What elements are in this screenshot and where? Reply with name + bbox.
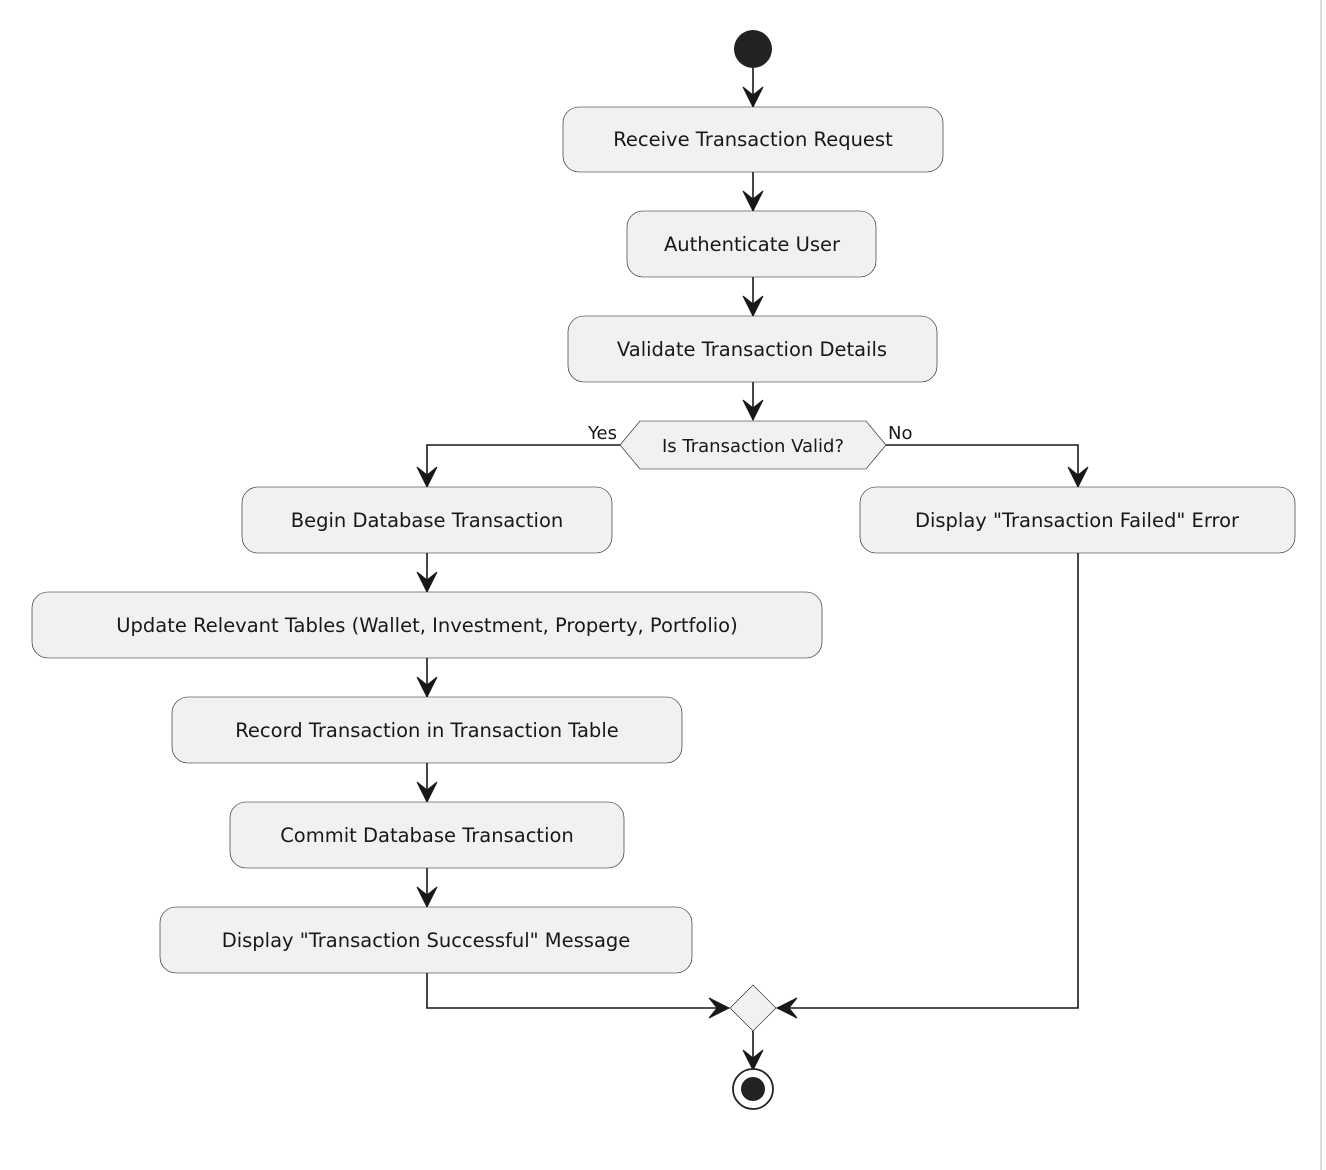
arrow-down-icon — [742, 399, 764, 422]
end-node — [732, 1068, 774, 1110]
action-label: Begin Database Transaction — [291, 509, 564, 532]
arrow-heads — [416, 86, 1089, 1072]
action-success: Display "Transaction Successful" Message — [159, 906, 693, 974]
decision-valid: Is Transaction Valid? — [619, 420, 887, 470]
arrow-down-icon — [416, 781, 438, 804]
arrow-down-icon — [416, 571, 438, 594]
arrow-down-icon — [742, 86, 764, 109]
edge-no-branch — [886, 444, 1079, 487]
action-label: Commit Database Transaction — [280, 824, 574, 847]
arrow-down-icon — [1067, 466, 1089, 489]
action-label: Update Relevant Tables (Wallet, Investme… — [116, 614, 737, 637]
action-label: Validate Transaction Details — [617, 338, 887, 361]
arrow-right-icon — [708, 997, 731, 1019]
edge-yes-branch — [426, 444, 620, 487]
action-label: Display "Transaction Successful" Message — [222, 929, 631, 952]
action-commit: Commit Database Transaction — [229, 801, 625, 869]
arrow-down-icon — [416, 466, 438, 489]
decision-question: Is Transaction Valid? — [662, 436, 844, 457]
action-label: Authenticate User — [664, 233, 841, 256]
start-node — [734, 30, 772, 68]
arrow-down-icon — [742, 295, 764, 318]
arrow-left-icon — [775, 997, 798, 1019]
action-label: Display "Transaction Failed" Error — [915, 509, 1240, 532]
branch-yes-label: Yes — [587, 423, 617, 444]
action-label: Receive Transaction Request — [613, 128, 893, 151]
arrow-down-icon — [416, 676, 438, 699]
edge-failed-merge — [777, 553, 1079, 1009]
action-validate: Validate Transaction Details — [567, 315, 938, 383]
arrow-down-icon — [742, 1049, 764, 1072]
action-begin: Begin Database Transaction — [241, 486, 613, 554]
edge-success-merge — [426, 973, 729, 1009]
action-failed: Display "Transaction Failed" Error — [859, 486, 1296, 554]
action-receive: Receive Transaction Request — [562, 106, 944, 173]
merge-node — [729, 984, 777, 1032]
action-record: Record Transaction in Transaction Table — [171, 696, 683, 764]
action-label: Record Transaction in Transaction Table — [235, 719, 618, 742]
page-edge-divider — [1320, 0, 1322, 1170]
arrow-down-icon — [742, 190, 764, 213]
connectors — [426, 68, 1079, 1070]
action-authenticate: Authenticate User — [626, 210, 877, 278]
branch-no-label: No — [888, 423, 912, 444]
action-update: Update Relevant Tables (Wallet, Investme… — [31, 591, 823, 659]
arrow-down-icon — [416, 886, 438, 909]
